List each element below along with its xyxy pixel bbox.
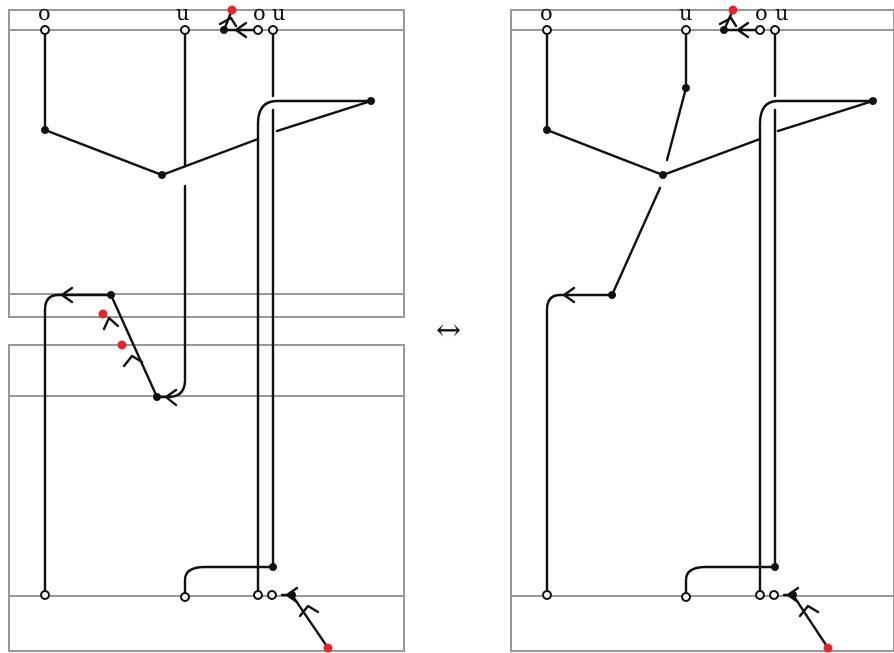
right-arrowhead-3 [786,586,800,604]
right-red-point-bottom [823,643,833,653]
right-label-o-1: o [540,1,553,25]
right-diagram: o u o u [510,1,894,653]
left-strand-center-right-b [275,99,373,133]
left-open-node-o-top [40,25,50,35]
left-vertex-1 [41,126,49,134]
left-arrowhead-1 [60,286,74,304]
right-vertex-u [682,84,690,92]
left-arrowhead-6 [285,586,299,604]
left-hook-lower [183,565,275,596]
right-open-node-u-top [681,25,691,35]
left-open-node-u-top [180,25,190,35]
left-label-o-2: o [253,1,266,25]
equivalence-arrow: ↔ [436,313,461,348]
left-vertex-bottom [288,591,296,599]
right-strands [545,8,875,650]
left-strand-u-lower [155,184,187,399]
left-red-point-top [227,5,237,15]
left-vertex-top-small [220,26,228,34]
left-vertex-loop [107,291,115,299]
right-vertex-right [869,97,877,105]
right-red-point-top [728,5,738,15]
right-vertex-loop [608,291,616,299]
right-arrowhead-5 [718,16,738,28]
right-box [510,9,894,652]
left-red-point-bottom [323,643,333,653]
left-lower-box [8,344,405,652]
right-vertex-bottom [789,591,797,599]
left-loop-left [43,293,113,596]
right-strand-u-diag-a [665,86,688,162]
right-label-u-1: u [679,1,693,25]
right-label-u-2: u [775,1,789,25]
left-red-point-1 [98,309,108,319]
left-diagram: o u o u [8,1,405,653]
left-vertex-diag [153,393,161,401]
right-open-node-u2-top [770,25,780,35]
right-strand-to-center [545,128,665,177]
left-nodes [40,5,375,653]
left-upper-box [8,9,405,318]
left-strand-center-right-a [160,137,260,177]
right-open-node-3-bottom [755,590,765,600]
left-strand-diagonal [109,293,159,399]
left-arrowhead-8 [218,16,238,28]
left-loop-top [256,99,373,596]
right-open-node-4-bottom [769,590,779,600]
right-hook-lower [684,565,777,596]
right-arrowhead-4 [798,604,820,618]
left-strand-to-center [43,128,164,177]
right-strand-u-diag-b [610,186,662,297]
right-open-node-o-top [542,25,552,35]
left-open-node-o2-top [253,25,263,35]
left-label-u-1: u [176,1,190,25]
right-nodes [542,5,877,653]
right-open-node-o-bottom [542,590,552,600]
left-strands [43,8,373,650]
right-strand-center-right-b [776,99,875,133]
right-open-node-o2-top [755,25,765,35]
left-label-u-2: u [272,1,286,25]
left-open-node-4-bottom [267,590,277,600]
right-frames [510,9,894,652]
right-vertex-top-small [720,26,728,34]
left-arrowhead-4 [164,388,178,407]
right-arrowhead-1 [562,286,576,304]
left-arrowhead-5 [234,21,248,39]
left-label-o-1: o [38,1,51,25]
left-open-node-u2-top [268,25,278,35]
left-vertex-center [158,171,166,179]
right-strand-center-right-a [661,137,762,177]
right-vertex-hook [771,563,779,571]
left-arrowhead-2 [102,316,120,331]
left-vertex-hook [269,563,277,571]
left-vertex-right [367,97,375,105]
right-label-o-2: o [755,1,768,25]
left-open-node-3-bottom [253,590,263,600]
left-arrowhead-3 [122,354,144,368]
left-open-node-o-bottom [40,590,50,600]
left-frames [8,9,405,652]
right-vertex-center [659,171,667,179]
left-open-node-u-bottom [180,592,190,602]
right-arrowhead-2 [736,21,750,39]
left-bottom-diagonal [290,593,330,650]
left-arrowhead-7 [298,604,320,618]
left-red-point-2 [117,340,127,350]
right-loop-left [545,293,614,596]
right-vertex-1 [543,126,551,134]
right-open-node-u-bottom [681,592,691,602]
right-bottom-diagonal [791,593,830,650]
right-loop-top [758,99,875,596]
